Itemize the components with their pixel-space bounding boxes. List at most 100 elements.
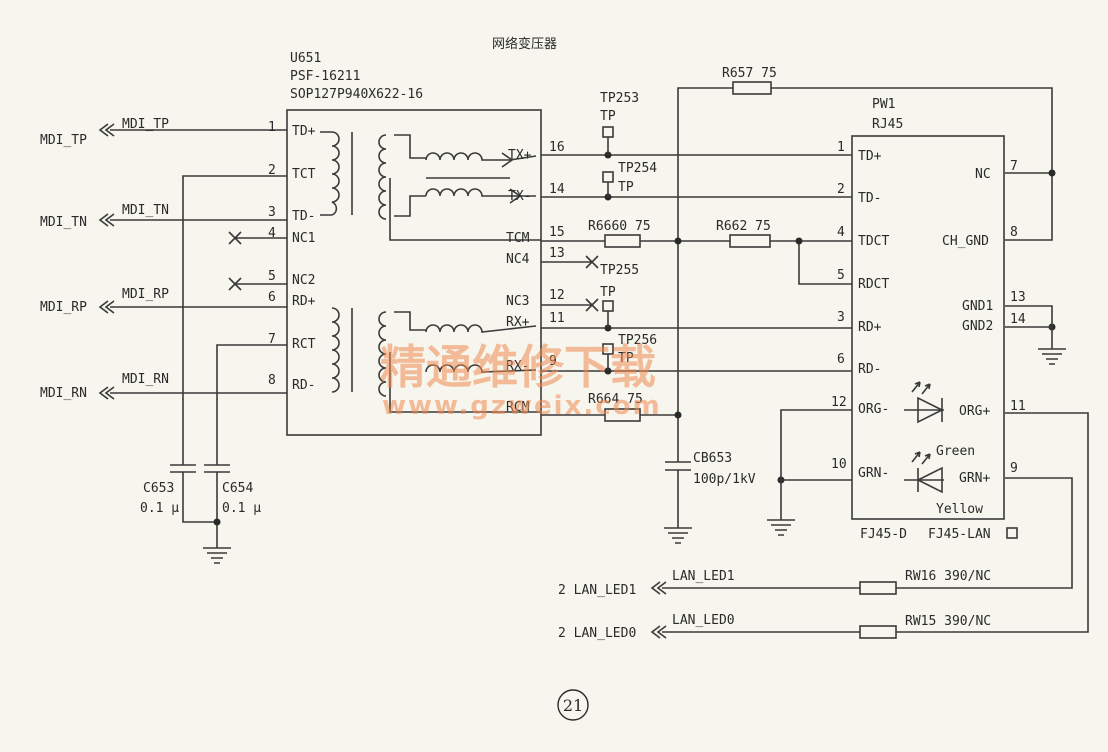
tp255-label: TP255 — [600, 263, 639, 278]
pw1-pin-grn-plus: GRN+ — [959, 471, 990, 486]
wire-led-cathodes — [780, 409, 852, 520]
u651-pin-2: 2 — [268, 163, 276, 178]
u651-pin-5: 5 — [268, 269, 276, 284]
u651-pin-rd-minus: RD- — [292, 378, 315, 393]
u651-part: PSF-16211 — [290, 69, 360, 84]
u651-pin-rcm: RCM — [506, 400, 530, 415]
watermark-text: 精通维修下载 — [380, 340, 656, 394]
pw1-part: RJ45 — [872, 117, 903, 132]
u651-pin-6: 6 — [268, 290, 276, 305]
u651-pin-rx-minus: RX- — [506, 359, 529, 374]
port-lan-led0: 2 LAN_LED0 — [558, 626, 636, 641]
port-lan-led1: 2 LAN_LED1 — [558, 583, 636, 598]
cb653-ground-icon — [664, 527, 692, 544]
cap-ground-icon — [203, 547, 231, 564]
pw1-pin-1: 1 — [837, 140, 845, 155]
testpoints — [602, 126, 614, 371]
u651-pin-16: 16 — [549, 140, 565, 155]
pw1-footprint-box — [1006, 527, 1018, 539]
port-mdi-tp: MDI_TP — [40, 133, 87, 148]
pw1-ref: PW1 — [872, 97, 895, 112]
pw1-pin-gnd2: GND2 — [962, 319, 993, 334]
cb653-val: 100p/1kV — [693, 472, 756, 487]
pw1-pin-tdct: TDCT — [858, 234, 889, 249]
pw1-pin-2: 2 — [837, 182, 845, 197]
pw1-pin-grn-minus: GRN- — [858, 466, 889, 481]
nc1-marker — [228, 231, 287, 245]
rw16-label: RW16 390/NC — [905, 569, 991, 584]
port-mdi-rp: MDI_RP — [40, 300, 87, 315]
r662-label: R662 75 — [716, 219, 771, 234]
pw1-pin-6: 6 — [837, 352, 845, 367]
pw1-pin-ch-gnd: CH_GND — [942, 234, 989, 249]
u651-pin-14: 14 — [549, 182, 565, 197]
transformer-rx — [331, 307, 541, 413]
port-mdi-tn: MDI_TN — [40, 215, 87, 230]
wire-org-plus — [896, 412, 1089, 633]
tp256-label: TP256 — [618, 333, 657, 348]
tp253-tp: TP — [600, 109, 616, 124]
r664 — [604, 408, 641, 422]
u651-pin-rd-plus: RD+ — [292, 294, 316, 309]
pw1-pin-5: 5 — [837, 268, 845, 283]
u651-body — [286, 109, 542, 436]
u651-pin-tcm: TCM — [506, 231, 530, 246]
led-yellow-label: Yellow — [936, 502, 983, 517]
tp254-label: TP254 — [618, 161, 657, 176]
pw1-pin-org-plus: ORG+ — [959, 404, 990, 419]
wire-lan-led — [662, 587, 860, 633]
led-orange-icon — [904, 381, 944, 424]
pw1-ground-icon — [1038, 348, 1066, 365]
wire-grn-plus — [896, 477, 1073, 589]
r6660 — [604, 234, 641, 248]
c653-val: 0.1 µ — [140, 501, 179, 516]
u651-package: SOP127P940X622-16 — [290, 87, 423, 102]
u651-pin-9: 9 — [549, 354, 557, 369]
net-mdi-tn: MDI_TN — [122, 203, 169, 218]
u651-pin-td-plus: TD+ — [292, 124, 316, 139]
u651-pin-7: 7 — [268, 332, 276, 347]
pw1-pin-td-minus: TD- — [858, 191, 881, 206]
c654-ref: C654 — [222, 481, 253, 496]
led-ground-icon — [767, 519, 795, 536]
net-mdi-tp: MDI_TP — [122, 117, 169, 132]
u651-pin-td-minus: TD- — [292, 209, 315, 224]
pw1-pin-org-minus: ORG- — [858, 402, 889, 417]
page-number-circle — [557, 689, 589, 721]
rw16 — [859, 581, 897, 595]
cb653 — [665, 241, 691, 528]
pw1-pin-rd-plus: RD+ — [858, 320, 882, 335]
port-mdi-rn: MDI_RN — [40, 386, 87, 401]
wire-gnd1-gnd2 — [1005, 305, 1053, 349]
pw1-footprint-a: FJ45-D — [860, 527, 907, 542]
u651-pin-4: 4 — [268, 226, 276, 241]
net-mdi-rn: MDI_RN — [122, 372, 169, 387]
rw15 — [859, 625, 897, 639]
u651-pin-tx-plus: TX+ — [508, 148, 532, 163]
net-mdi-rp: MDI_RP — [122, 287, 169, 302]
pw1-pin-3: 3 — [837, 310, 845, 325]
pw1-pin-7: 7 — [1010, 159, 1018, 174]
u651-pin-8: 8 — [268, 373, 276, 388]
pw1-pin-4: 4 — [837, 225, 845, 240]
rct-wire — [216, 344, 287, 465]
led-green-icon — [904, 451, 944, 494]
tp256-tp: TP — [618, 351, 634, 366]
u651-pin-nc1: NC1 — [292, 231, 315, 246]
u651-ref: U651 — [290, 51, 321, 66]
u651-pin-nc3: NC3 — [506, 294, 529, 309]
u651-pin-rct: RCT — [292, 337, 316, 352]
wire-rdct — [798, 241, 852, 285]
pw1-pin-11: 11 — [1010, 399, 1026, 414]
tct-wire — [182, 175, 287, 465]
r6660-label: R6660 75 — [588, 219, 651, 234]
pw1-pin-gnd1: GND1 — [962, 299, 993, 314]
r657-label: R657 75 — [722, 66, 777, 81]
pw1-footprint-b: FJ45-LAN — [928, 527, 991, 542]
pw1-pin-8: 8 — [1010, 225, 1018, 240]
pw1-pin-13: 13 — [1010, 290, 1026, 305]
wire-r657 — [677, 87, 1053, 241]
c653-ref: C653 — [143, 481, 174, 496]
nc2-marker — [228, 277, 287, 291]
